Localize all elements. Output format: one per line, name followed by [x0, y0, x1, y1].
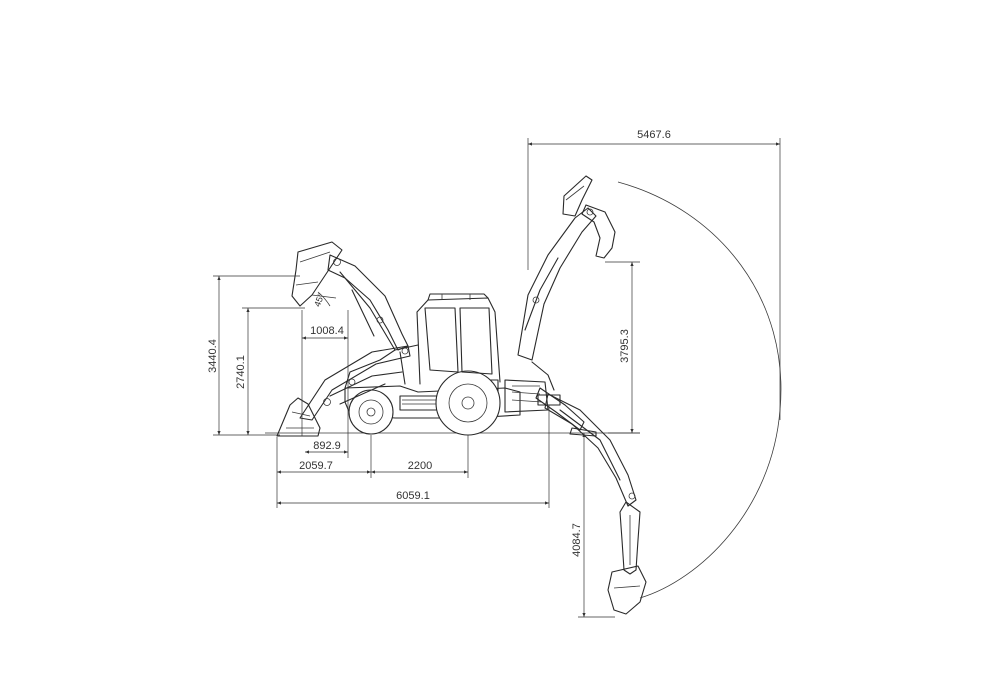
backhoe-boom-raised [517, 207, 597, 391]
label-dump-angle: 45° [312, 291, 326, 308]
label-backhoe-reach: 5467.6 [637, 129, 671, 141]
machine-outline [265, 175, 782, 615]
loader-bucket-lowered [276, 397, 321, 437]
label-dig-depth: 4084.7 [571, 523, 583, 557]
loader-bucket-raised [291, 241, 343, 307]
label-dig-height: 3795.3 [619, 329, 631, 363]
backhoe-dipper-raised [562, 175, 616, 259]
engine-hood [344, 344, 419, 389]
label-bucket-to-axle: 892.9 [313, 440, 341, 452]
label-front-overhang: 2059.7 [299, 460, 333, 472]
dimension-labels: 5467.6 3795.3 4084.7 3440.4 2740.1 1008.… [207, 129, 671, 557]
label-loader-dump-height: 2740.1 [235, 355, 247, 389]
backhoe-dipper-lowered [619, 501, 641, 575]
loader-arm-lowered [299, 345, 411, 421]
loader-arm-raised [327, 254, 409, 351]
dimension-lines [213, 138, 781, 618]
rear-wheel [435, 370, 501, 436]
dump-angle-arc [317, 291, 331, 307]
label-loader-pin-height: 3440.4 [207, 339, 219, 373]
label-wheelbase: 2200 [408, 460, 432, 472]
digging-envelope-arc [617, 181, 782, 599]
cab [416, 293, 501, 385]
label-dump-reach: 1008.4 [310, 325, 344, 337]
backhoe-boom-lowered [544, 393, 637, 507]
label-overall-length: 6059.1 [396, 490, 430, 502]
backhoe-bucket-lowered [607, 565, 647, 615]
